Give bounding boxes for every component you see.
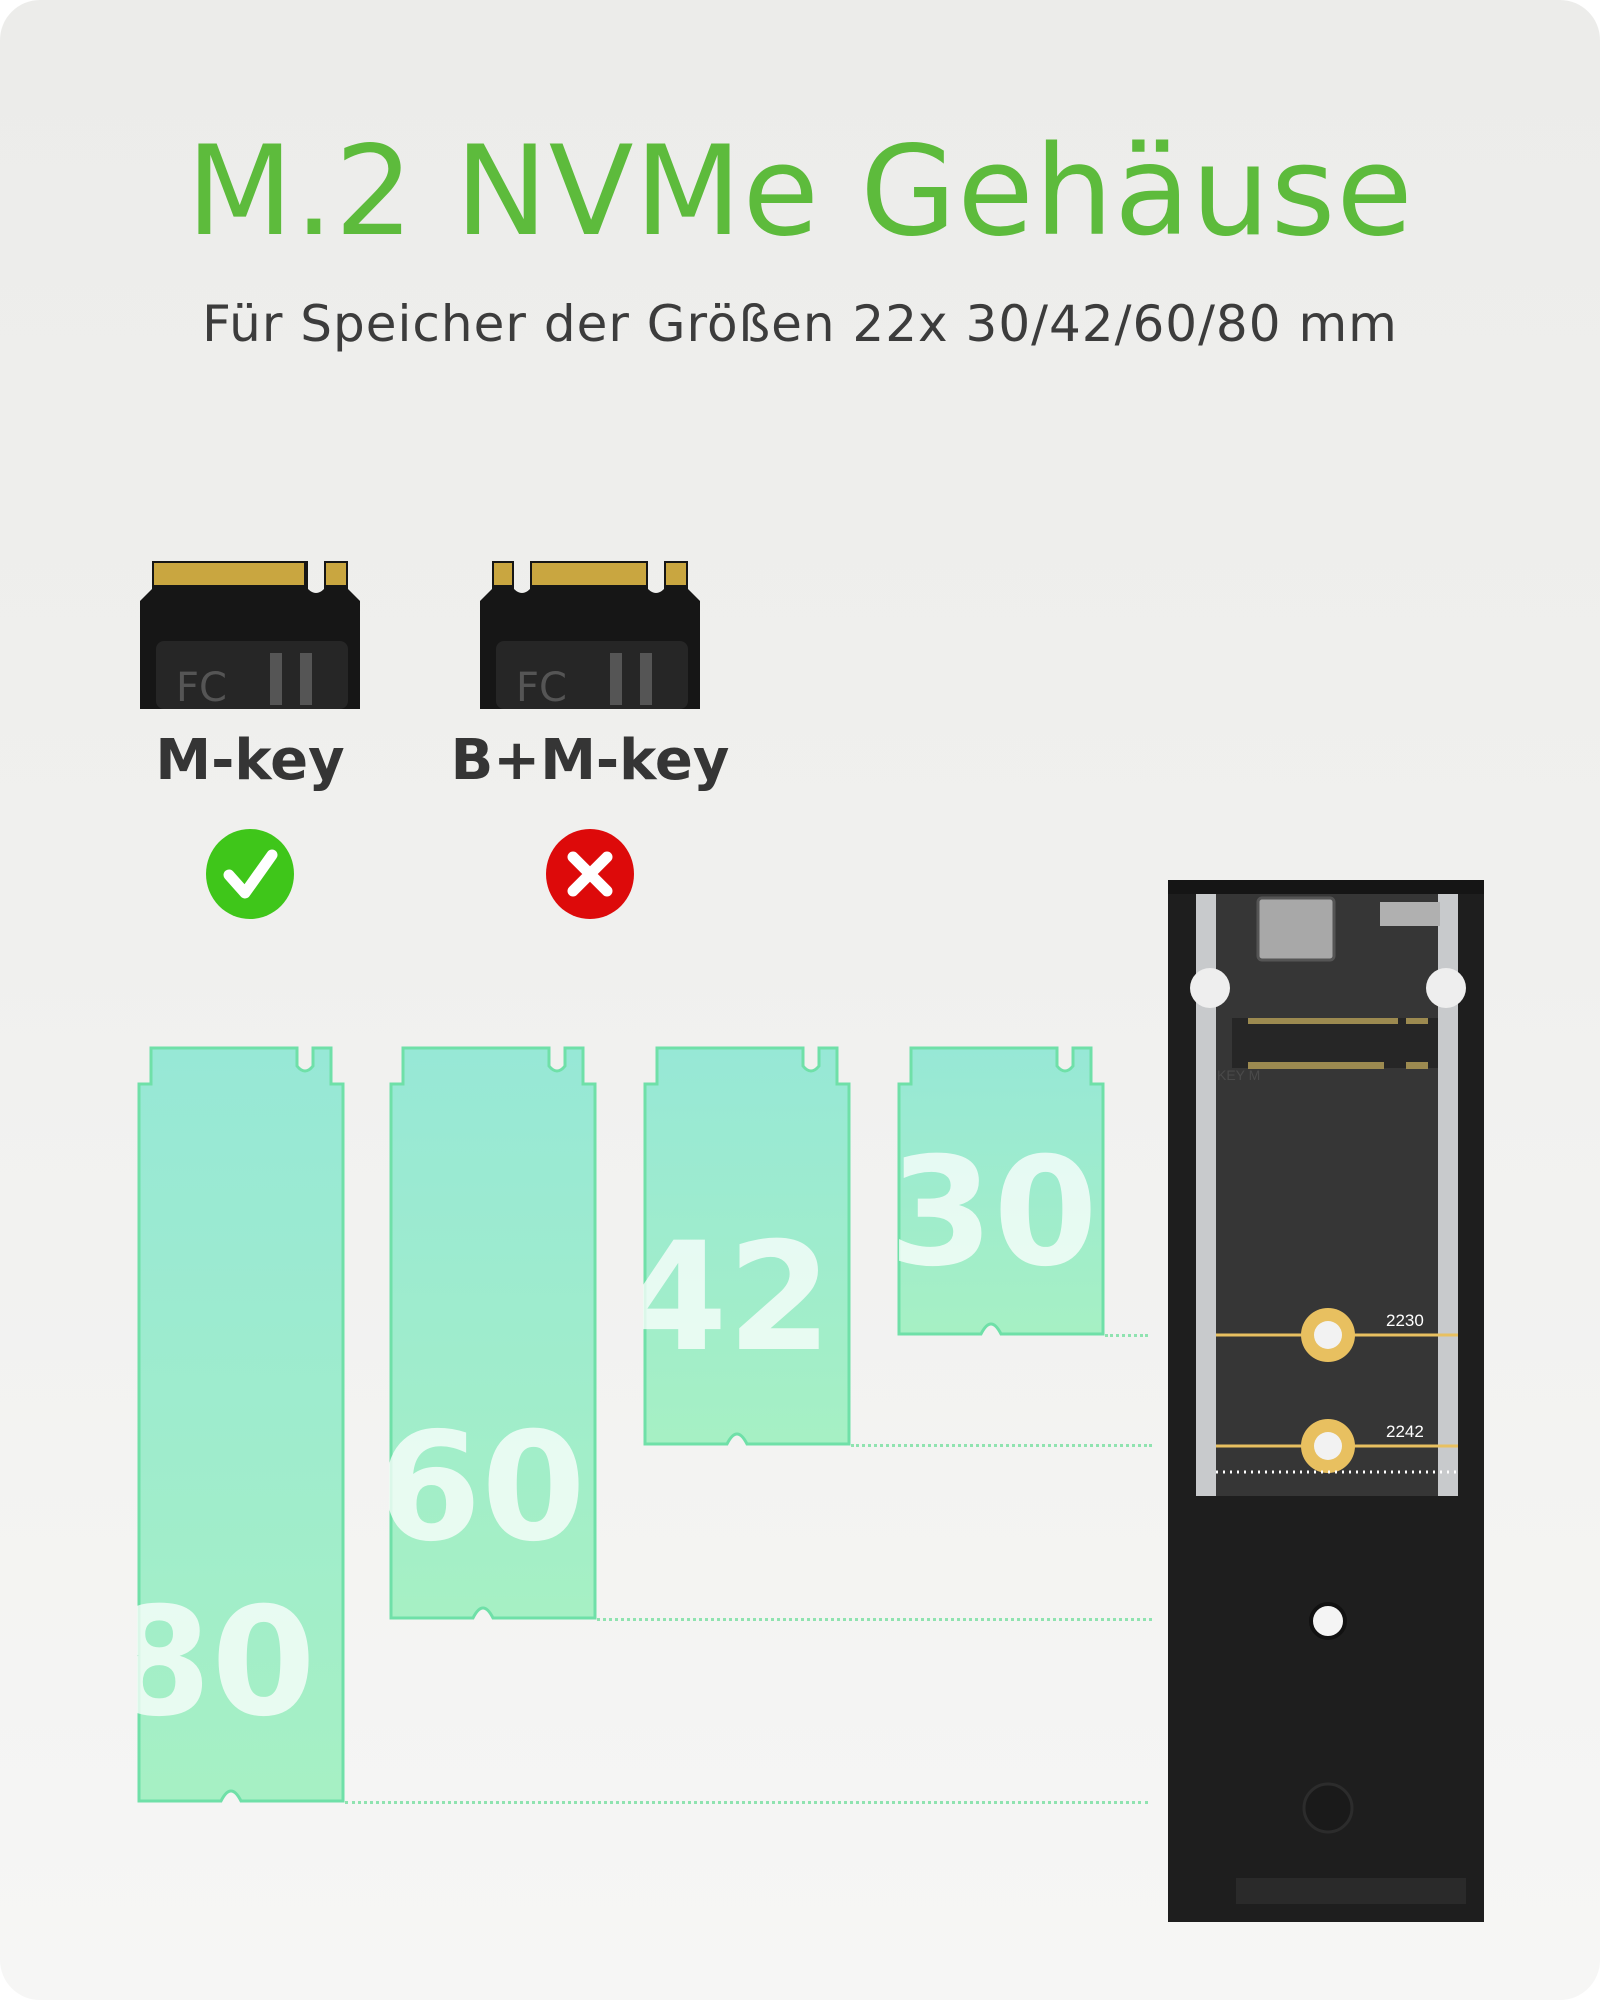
bm-key-ssd-image: FC bbox=[480, 561, 700, 709]
page-subtitle: Für Speicher der Größen 22x 30/42/60/80 … bbox=[202, 295, 1398, 353]
ssd-card-shape bbox=[897, 1046, 1105, 1336]
enclosure-image bbox=[1168, 880, 1484, 1922]
ssd-length-number: 80 bbox=[107, 1576, 316, 1750]
connector-key-label: KEY M bbox=[1217, 1067, 1261, 1083]
ssd-length-number: 60 bbox=[377, 1401, 586, 1575]
ssd-card-shape bbox=[137, 1046, 345, 1803]
ssd-length-number: 42 bbox=[623, 1211, 832, 1385]
svg-text:FC: FC bbox=[516, 665, 567, 709]
ssd-card-shape bbox=[643, 1046, 851, 1446]
ssd-length-number: 30 bbox=[889, 1126, 1098, 1300]
m-key-label: M-key bbox=[155, 728, 345, 793]
mount-label-2230: 2230 bbox=[1386, 1311, 1424, 1330]
m-key-ssd-image: FC bbox=[140, 561, 360, 709]
ssd-card-42: 42 bbox=[643, 1046, 851, 1446]
ssd-card-80: 80 bbox=[137, 1046, 345, 1803]
length-guide-line bbox=[345, 1801, 1148, 1804]
length-guide-line bbox=[1105, 1334, 1148, 1337]
page-title: M.2 NVMe Gehäuse bbox=[186, 120, 1414, 264]
svg-text:FC: FC bbox=[176, 665, 227, 709]
bm-key-label: B+M-key bbox=[450, 728, 730, 793]
ssd-card-30: 30 bbox=[897, 1046, 1105, 1336]
ssd-card-60: 60 bbox=[389, 1046, 597, 1620]
check-circle-icon bbox=[206, 829, 294, 919]
length-guide-line bbox=[851, 1444, 1152, 1447]
ssd-card-shape bbox=[389, 1046, 597, 1620]
length-guide-line bbox=[597, 1618, 1152, 1621]
x-circle-icon bbox=[546, 829, 634, 919]
mount-label-2242: 2242 bbox=[1386, 1422, 1424, 1441]
